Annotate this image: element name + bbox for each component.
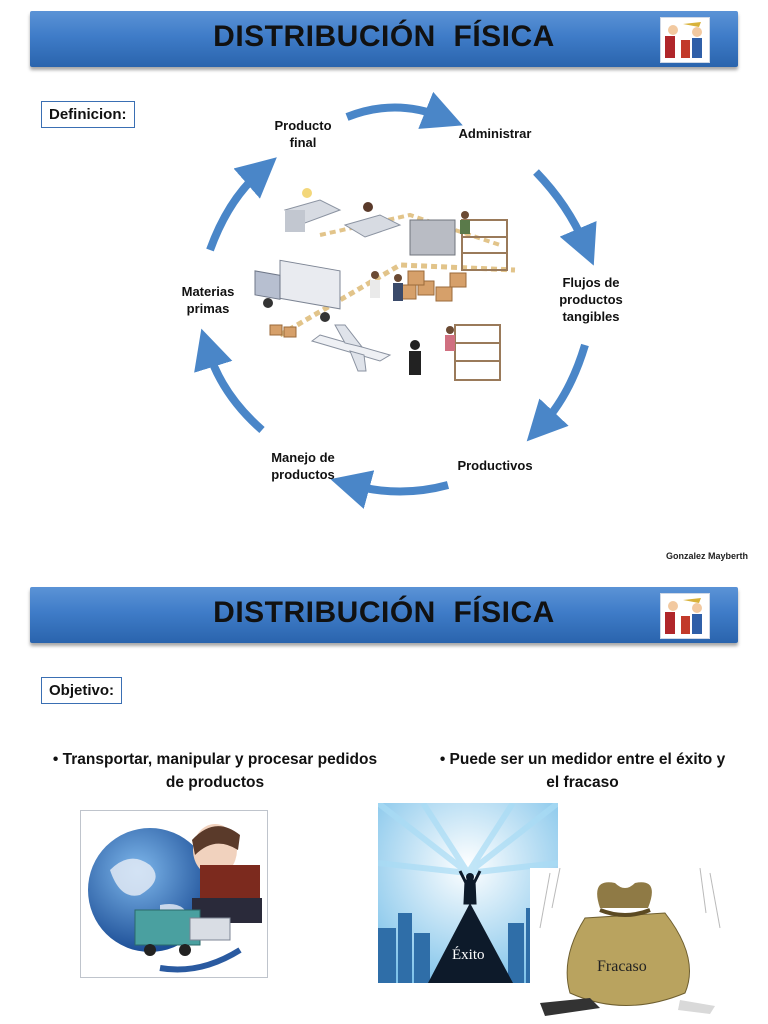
logistics-illustration bbox=[254, 188, 516, 381]
slide2-title: DISTRIBUCIÓN FÍSICA bbox=[213, 596, 555, 629]
arrow-top bbox=[345, 91, 463, 129]
slide1-title: DISTRIBUCIÓN FÍSICA bbox=[213, 20, 555, 53]
arrow-left bbox=[194, 328, 265, 434]
cycle-label-manejo: Manejo de productos bbox=[271, 450, 335, 482]
arrow-top-right bbox=[533, 169, 597, 266]
slide2-banner: DISTRIBUCIÓN FÍSICA bbox=[30, 587, 738, 643]
transport-globe-image bbox=[80, 810, 268, 978]
definicion-tag: Definicion: bbox=[41, 101, 135, 128]
author-credit: Gonzalez Mayberth bbox=[665, 551, 748, 561]
fracaso-label: Fracaso bbox=[597, 958, 647, 975]
arrow-top-left bbox=[206, 157, 277, 252]
slide1-banner: DISTRIBUCIÓN FÍSICA bbox=[30, 11, 738, 67]
arrow-bottom bbox=[330, 470, 450, 509]
cycle-label-productivos: Productivos bbox=[457, 458, 533, 473]
fracaso-image bbox=[530, 868, 730, 1018]
bullet-transportar: • Transportar, manipular y procesar pedi… bbox=[52, 751, 378, 791]
cycle-label-flujos: Flujos de productos tangibles bbox=[559, 275, 623, 324]
bullet-medidor: • Puede ser un medidor entre el éxito y … bbox=[439, 751, 726, 791]
presenter-logo-icon bbox=[660, 17, 710, 63]
cycle-label-producto-final: Producto final bbox=[274, 118, 332, 150]
arrow-right bbox=[526, 343, 589, 442]
cycle-label-materias: Materias primas bbox=[181, 284, 235, 316]
objetivo-tag: Objetivo: bbox=[41, 677, 123, 704]
exito-label: Éxito bbox=[452, 947, 485, 963]
presenter-logo-icon bbox=[660, 593, 710, 639]
cycle-label-administrar: Administrar bbox=[458, 126, 532, 141]
cycle-arrows bbox=[194, 91, 597, 509]
